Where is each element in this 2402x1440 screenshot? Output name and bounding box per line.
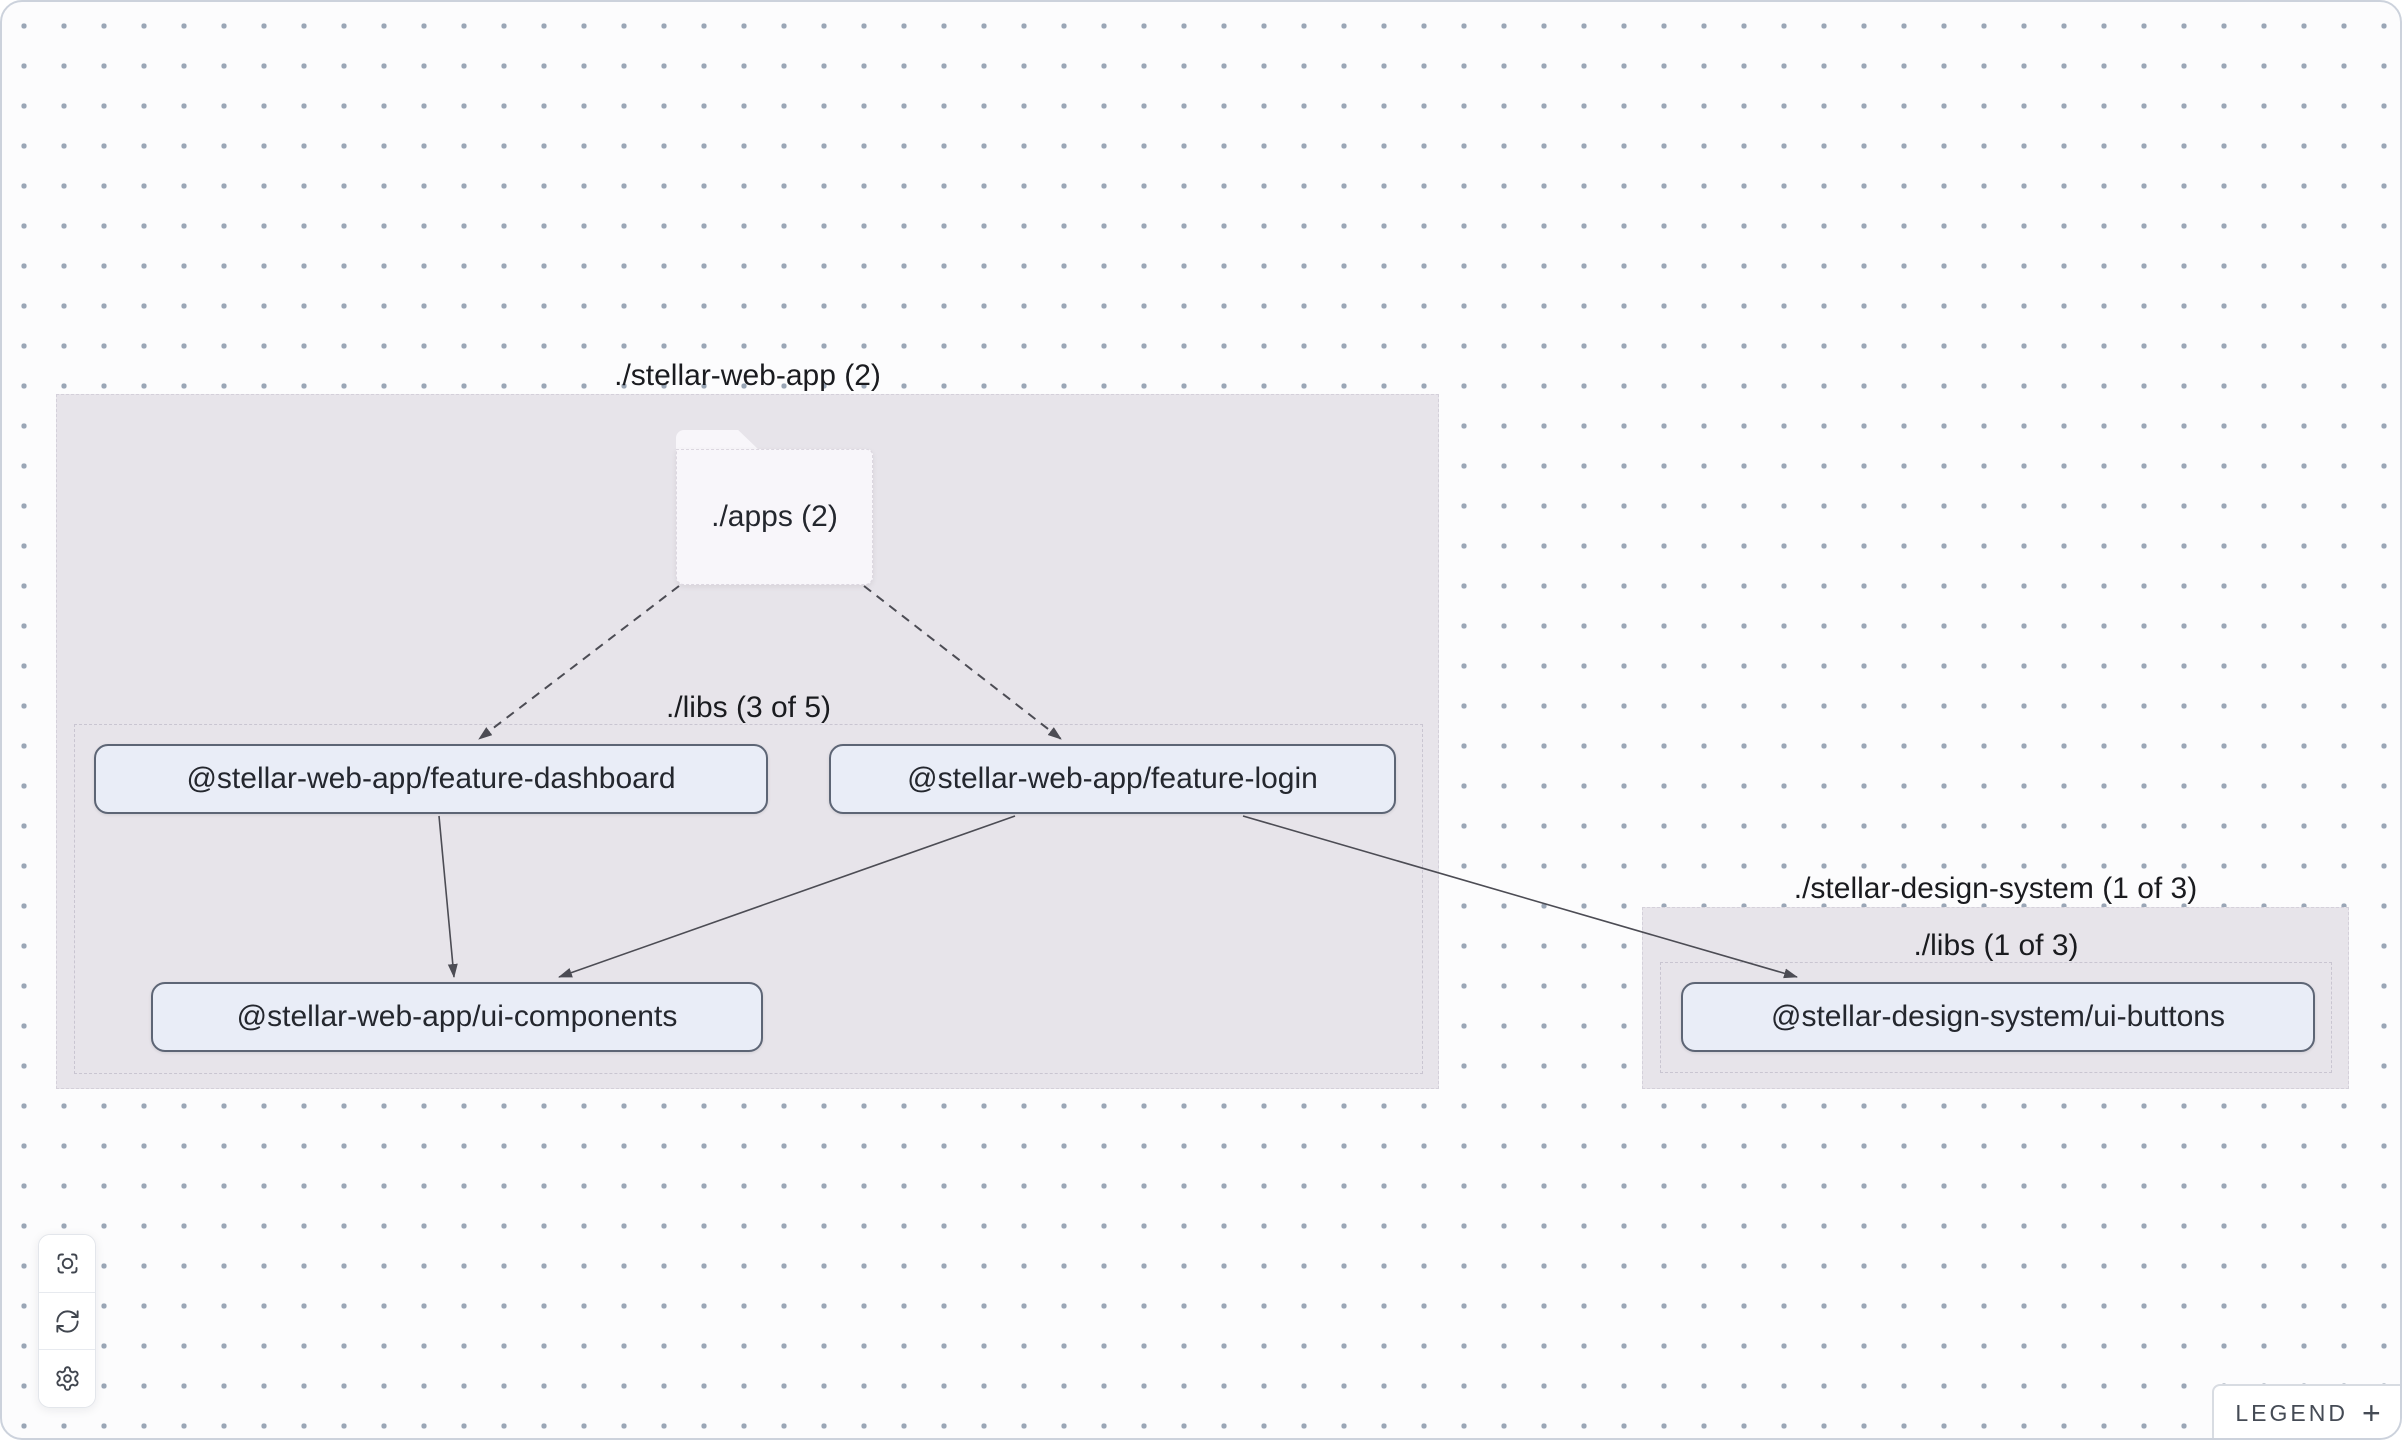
refresh-icon <box>55 1309 79 1333</box>
refresh-graph-button[interactable] <box>39 1292 95 1351</box>
project-node-feature-login[interactable]: @stellar-web-app/feature-login <box>829 744 1396 814</box>
subgroup-title-design-system-libs: ./libs (1 of 3) <box>1913 929 2079 962</box>
project-node-label: @stellar-design-system/ui-buttons <box>1771 1000 2225 1033</box>
project-node-ui-components[interactable]: @stellar-web-app/ui-components <box>151 982 763 1052</box>
graph-controls <box>38 1234 96 1408</box>
project-node-label: @stellar-web-app/feature-login <box>907 762 1318 795</box>
folder-node-label: ./apps (2) <box>711 500 838 533</box>
project-node-ui-buttons[interactable]: @stellar-design-system/ui-buttons <box>1681 982 2315 1052</box>
group-title-stellar-web-app: ./stellar-web-app (2) <box>614 359 881 392</box>
settings-icon <box>55 1366 79 1391</box>
legend-label: LEGEND <box>2235 1399 2348 1426</box>
group-title-stellar-design-system: ./stellar-design-system (1 of 3) <box>1793 872 2198 905</box>
folder-node-apps[interactable]: ./apps (2) <box>676 449 873 585</box>
plus-icon: + <box>2361 1395 2381 1431</box>
focus-icon <box>57 1253 77 1274</box>
subgroup-design-system-libs <box>1660 962 2332 1073</box>
legend-toggle-button[interactable]: LEGEND + <box>2212 1384 2400 1438</box>
project-node-label: @stellar-web-app/feature-dashboard <box>186 762 676 795</box>
center-graph-button[interactable] <box>39 1235 95 1293</box>
graph-settings-button[interactable] <box>39 1350 95 1407</box>
project-node-feature-dashboard[interactable]: @stellar-web-app/feature-dashboard <box>94 744 768 814</box>
folder-tab <box>676 430 760 451</box>
project-node-label: @stellar-web-app/ui-components <box>236 1000 678 1033</box>
subgroup-title-web-app-libs: ./libs (3 of 5) <box>665 691 832 724</box>
